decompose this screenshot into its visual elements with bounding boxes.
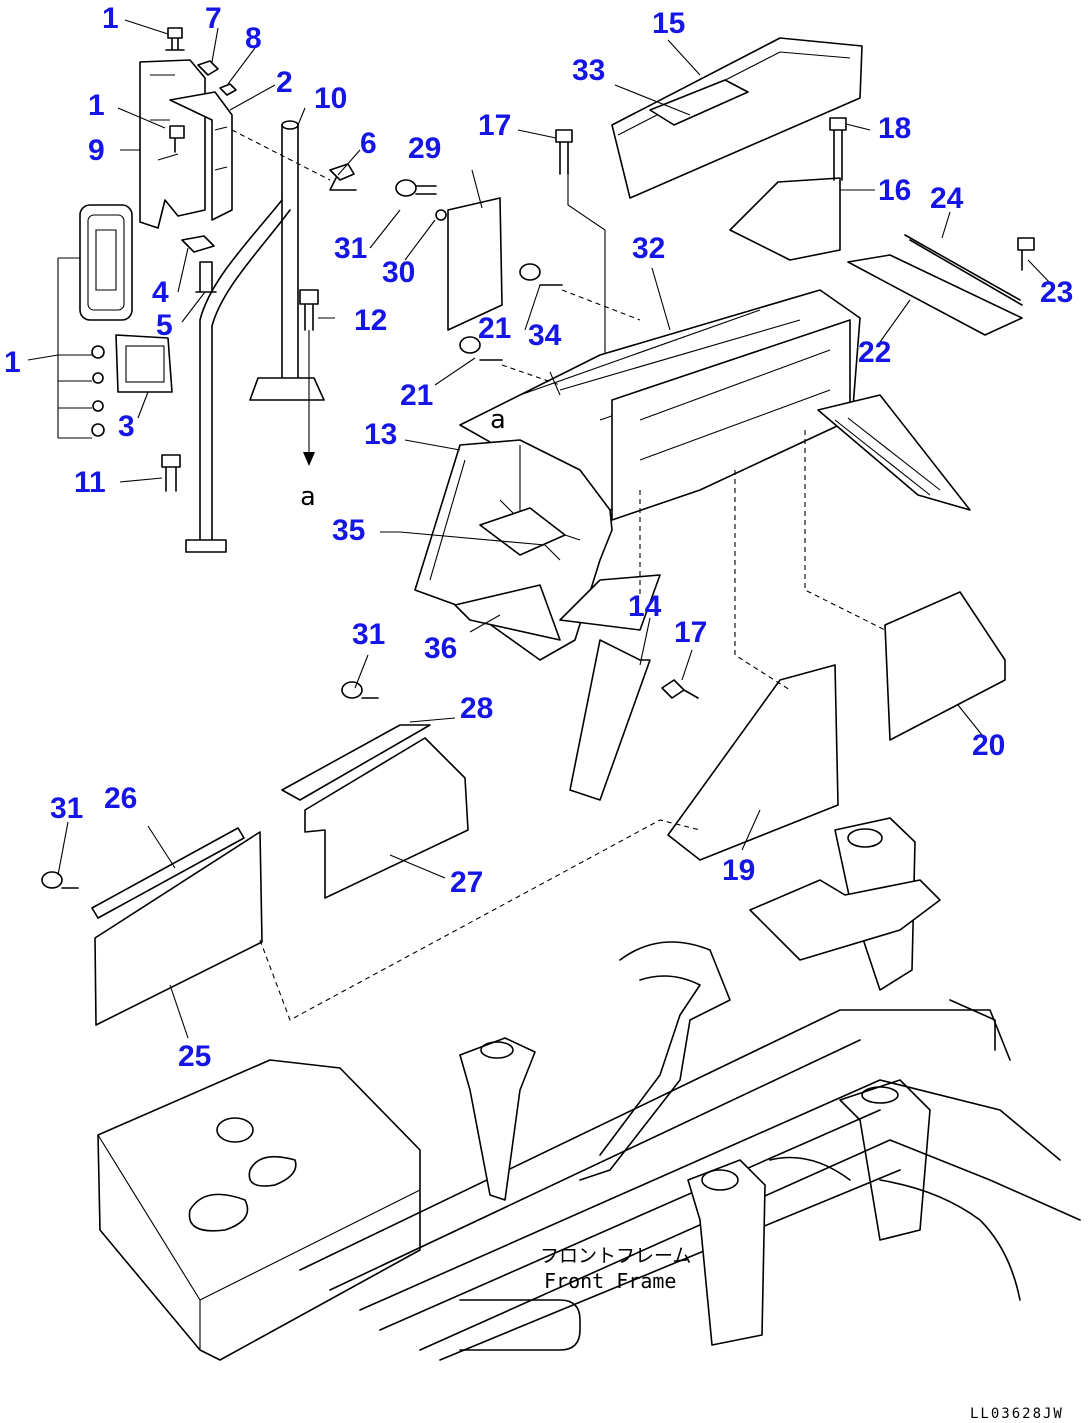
front-frame <box>97 817 1081 1361</box>
lamp-bracket-assembly <box>57 27 237 492</box>
callout-12: 12 <box>354 304 387 337</box>
callout-5: 5 <box>156 309 173 342</box>
callout-3: 3 <box>118 410 135 443</box>
center-console-assembly <box>414 37 1035 861</box>
callout-23: 23 <box>1040 276 1073 309</box>
callout-labels: 1 7 8 2 10 1 9 6 4 5 1 3 11 12 29 31 30 … <box>4 2 1073 1073</box>
callout-25: 25 <box>178 1040 211 1073</box>
callout-6: 6 <box>360 127 377 160</box>
callout-27: 27 <box>450 866 483 899</box>
light-pole <box>185 120 357 553</box>
callout-26: 26 <box>104 782 137 815</box>
callout-1: 1 <box>4 346 21 379</box>
callout-30: 30 <box>382 256 415 289</box>
callout-31: 31 <box>334 232 367 265</box>
small-parts <box>41 179 641 889</box>
callout-17: 17 <box>478 109 511 142</box>
callout-24: 24 <box>930 182 964 215</box>
callout-13: 13 <box>364 418 397 451</box>
callout-15: 15 <box>652 7 685 40</box>
callout-10: 10 <box>314 82 347 115</box>
callout-16: 16 <box>878 174 911 207</box>
drawing-code: LL03628JW <box>970 1406 1064 1422</box>
callout-34: 34 <box>528 319 562 352</box>
callout-4: 4 <box>152 276 169 309</box>
callout-8: 8 <box>245 22 262 55</box>
front-frame-label-jp: フロントフレーム <box>540 1245 691 1267</box>
callout-32: 32 <box>632 232 665 265</box>
callout-18: 18 <box>878 112 911 145</box>
callout-33: 33 <box>572 54 605 87</box>
callout-19: 19 <box>722 854 755 887</box>
callout-28: 28 <box>460 692 493 725</box>
ref-a-frame: a <box>490 405 506 435</box>
callout-31: 31 <box>352 618 385 651</box>
callout-21: 21 <box>400 379 433 412</box>
callout-29: 29 <box>408 132 441 165</box>
callout-11: 11 <box>74 466 106 499</box>
leader-lines <box>27 19 1053 1039</box>
callout-21: 21 <box>478 312 511 345</box>
callout-7: 7 <box>205 2 222 35</box>
callout-36: 36 <box>424 632 457 665</box>
callout-20: 20 <box>972 729 1005 762</box>
reference-labels: a a フロントフレーム Front Frame LL03628JW <box>300 405 1064 1422</box>
callout-35: 35 <box>332 514 365 547</box>
callout-22: 22 <box>858 336 891 369</box>
callout-1: 1 <box>88 89 105 122</box>
ref-a-pipe: a <box>300 482 316 512</box>
side-cover-assembly <box>91 724 701 1026</box>
callout-31: 31 <box>50 792 83 825</box>
callout-14: 14 <box>628 590 662 623</box>
callout-17: 17 <box>674 616 707 649</box>
callout-1: 1 <box>102 2 119 35</box>
callout-2: 2 <box>276 66 293 99</box>
callout-9: 9 <box>88 134 105 167</box>
front-frame-label-en: Front Frame <box>544 1269 676 1293</box>
